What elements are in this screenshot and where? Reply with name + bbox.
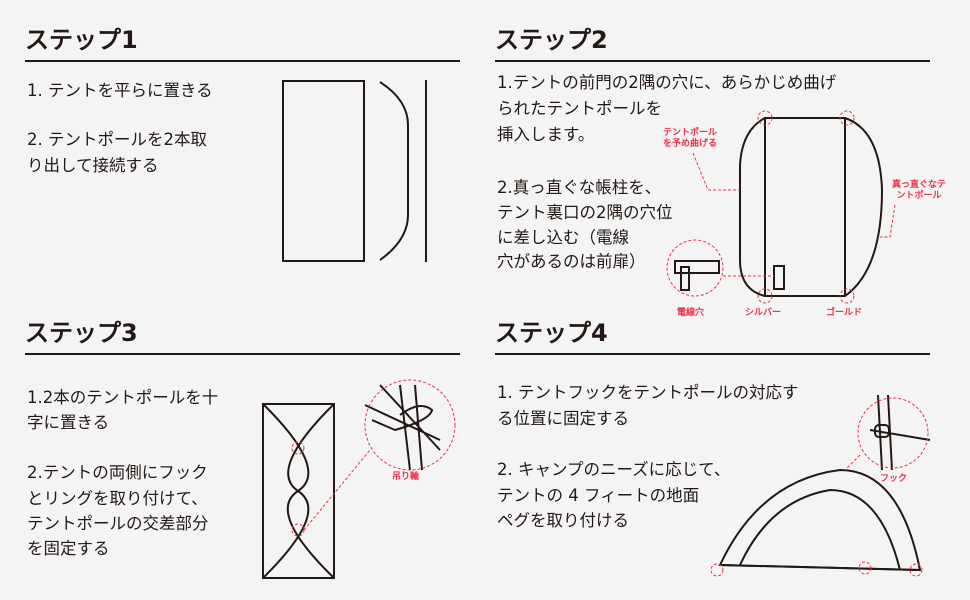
cable-hole-label: 電線穴	[677, 308, 705, 318]
step1-line: 2. テントポールを2本取	[27, 130, 207, 149]
bent-pole	[379, 81, 409, 261]
step2-line: られたテントポールを	[497, 99, 662, 118]
label-line: テントポール	[663, 128, 718, 138]
ring-label: 吊り輪	[392, 472, 420, 482]
divider	[495, 353, 930, 355]
step4-line: 2. キャンプのニーズに応じて、	[497, 460, 731, 479]
step4-line: テントの 4 フィートの地面	[497, 486, 700, 505]
step3-line: テントポールの交差部分	[27, 514, 209, 533]
step2-heading: ステップ2	[495, 26, 608, 54]
label-line: ントポール	[896, 191, 942, 201]
flat-tent	[282, 80, 365, 262]
step2-line: 1.テントの前門の2隅の穴に、あらかじめ曲げ	[497, 73, 837, 92]
step1-line: 1. テントを平らに置きる	[27, 81, 213, 100]
step4-illustration	[710, 394, 931, 577]
step3-line: 2.テントの両側にフック	[27, 463, 208, 482]
step4-line: 1. テントフックをテントポールの対応す	[497, 383, 799, 402]
step2-line: テント裏口の2隅の穴位	[497, 203, 673, 222]
step3-heading: ステップ3	[25, 319, 138, 347]
step1-illustration	[282, 80, 427, 262]
label-line: 真っ直ぐなテ	[892, 180, 947, 190]
tent-floor	[739, 117, 884, 297]
step2-line: に差し込む（電線	[497, 228, 629, 247]
step3-illustration	[262, 379, 456, 579]
step1-line: り出して接続する	[27, 156, 159, 175]
divider	[25, 60, 460, 62]
step3-line: とリングを取り付けて、	[27, 489, 208, 508]
step3-line: を固定する	[27, 539, 110, 558]
step1-heading: ステップ1	[25, 26, 138, 54]
label-line: を予め曲げる	[663, 139, 718, 149]
step3-line: 1.2本のテントポールを十	[27, 388, 219, 407]
step2-line: 2.真っ直ぐな帳柱を、	[497, 178, 662, 197]
step2-line: 挿入します。	[497, 125, 595, 144]
silver-label: シルバー	[745, 308, 782, 318]
step3-line: 字に置きる	[27, 413, 110, 432]
step4-line: ペグを取り付ける	[497, 511, 629, 530]
bent-pole-label: テントポールを予め曲げる	[663, 128, 717, 150]
straight-pole-label: 真っ直ぐなテントポール	[892, 180, 946, 202]
step4-heading: ステップ4	[495, 319, 608, 347]
gold-label: ゴールド	[826, 308, 863, 318]
divider	[25, 353, 460, 355]
step2-illustration	[666, 110, 896, 304]
hook-label: フック	[880, 474, 908, 484]
divider	[495, 60, 930, 62]
step4-line: る位置に固定する	[497, 409, 629, 428]
step2-line: 穴があるのは前扉）	[497, 252, 646, 271]
